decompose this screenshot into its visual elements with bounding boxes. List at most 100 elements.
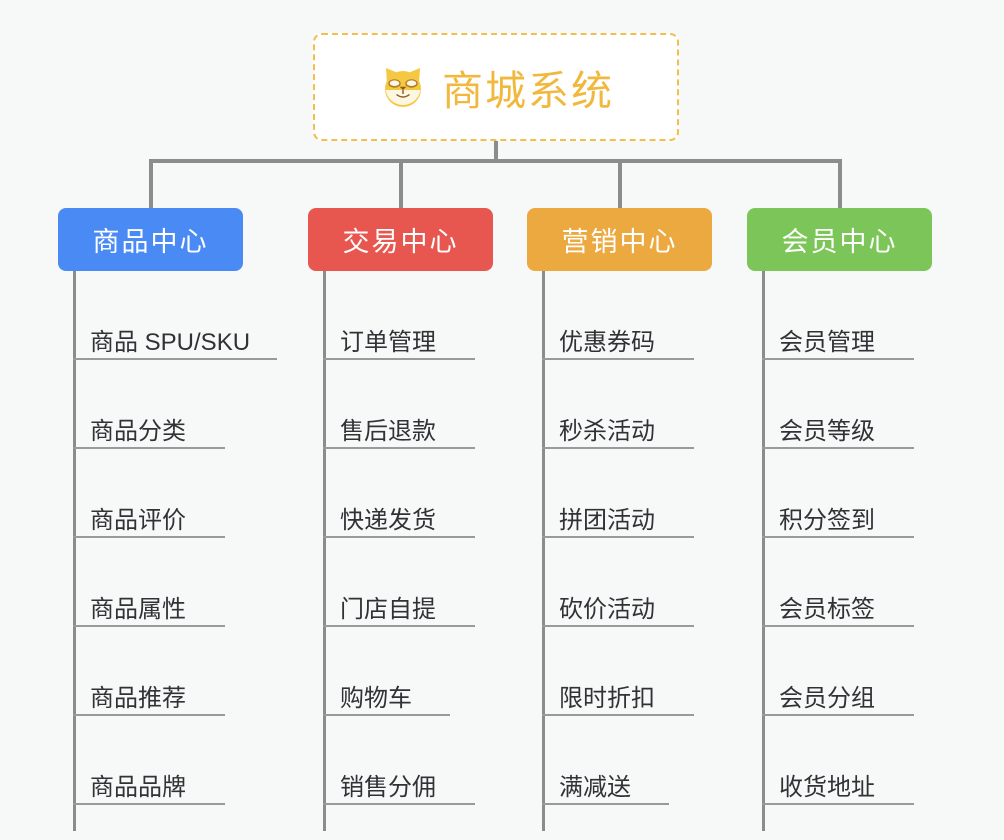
leaf-item[interactable]: 拼团活动 — [527, 449, 712, 538]
leaf-rule — [542, 803, 669, 805]
leaf-item[interactable]: 会员等级 — [747, 360, 932, 449]
leaf-item[interactable]: 门店自提 — [308, 538, 493, 627]
leaf-item[interactable]: 积分签到 — [747, 449, 932, 538]
branch-trunk — [323, 271, 326, 831]
leaf-label: 商品属性 — [90, 595, 186, 623]
leaf-label: 秒杀活动 — [559, 417, 655, 445]
branch-trunk — [73, 271, 76, 831]
leaf-item[interactable]: 会员分组 — [747, 627, 932, 716]
leaf-rule — [323, 358, 475, 360]
leaf-item[interactable]: 收货地址 — [747, 716, 932, 805]
branch-member-center: 会员中心 会员管理 会员等级 积分签到 会员标签 会员分组 — [747, 208, 932, 831]
leaf-rule — [73, 536, 225, 538]
connector-drop-1 — [149, 159, 153, 210]
leaf-rule — [542, 625, 694, 627]
leaf-rule — [762, 714, 914, 716]
leaf-rule — [762, 447, 914, 449]
connector-bus — [149, 159, 841, 163]
branch-header-label: 交易中心 — [342, 227, 459, 257]
shiba-dog-face-icon — [378, 62, 428, 112]
leaf-rule — [762, 803, 914, 805]
leaf-label: 商品品牌 — [90, 773, 186, 801]
branch-header-marketing-center[interactable]: 营销中心 — [527, 208, 712, 271]
leaf-item[interactable]: 秒杀活动 — [527, 360, 712, 449]
leaf-label: 会员分组 — [779, 684, 875, 712]
leaf-rule — [73, 625, 225, 627]
branch-marketing-center: 营销中心 优惠券码 秒杀活动 拼团活动 砍价活动 限时折扣 — [527, 208, 712, 831]
leaf-item[interactable]: 商品评价 — [58, 449, 243, 538]
leaf-rule — [542, 358, 694, 360]
leaf-item[interactable]: 砍价活动 — [527, 538, 712, 627]
leaf-label: 售后退款 — [340, 417, 436, 445]
leaf-item[interactable]: 商品分类 — [58, 360, 243, 449]
leaf-item[interactable]: 销售分佣 — [308, 716, 493, 805]
leaf-list: 订单管理 售后退款 快递发货 门店自提 购物车 销售分佣 — [308, 271, 493, 805]
leaf-label: 优惠券码 — [559, 328, 655, 356]
branch-header-transaction-center[interactable]: 交易中心 — [308, 208, 493, 271]
leaf-label: 拼团活动 — [559, 506, 655, 534]
branch-header-label: 营销中心 — [561, 227, 678, 257]
connector-drop-2 — [399, 159, 403, 210]
leaf-rule — [762, 625, 914, 627]
leaf-label: 满减送 — [559, 773, 631, 801]
branch-trunk — [542, 271, 545, 831]
leaf-rule — [323, 714, 450, 716]
leaf-rule — [323, 447, 475, 449]
leaf-rule — [73, 803, 225, 805]
leaf-label: 商品推荐 — [90, 684, 186, 712]
leaf-label: 会员管理 — [779, 328, 875, 356]
branch-product-center: 商品中心 商品 SPU/SKU 商品分类 商品评价 商品属性 商品推荐 — [58, 208, 277, 831]
leaf-item[interactable]: 商品属性 — [58, 538, 243, 627]
branch-header-label: 商品中心 — [92, 227, 209, 257]
leaf-item[interactable]: 限时折扣 — [527, 627, 712, 716]
leaf-label: 限时折扣 — [559, 684, 655, 712]
leaf-label: 收货地址 — [779, 773, 875, 801]
leaf-rule — [762, 536, 914, 538]
leaf-item[interactable]: 会员管理 — [747, 271, 932, 360]
connector-root-stem — [494, 141, 498, 163]
leaf-item[interactable]: 商品推荐 — [58, 627, 243, 716]
leaf-label: 门店自提 — [340, 595, 436, 623]
leaf-label: 购物车 — [340, 684, 412, 712]
connector-drop-4 — [838, 159, 842, 210]
leaf-rule — [542, 714, 694, 716]
branch-trunk — [762, 271, 765, 831]
leaf-item[interactable]: 购物车 — [308, 627, 493, 716]
leaf-list: 商品 SPU/SKU 商品分类 商品评价 商品属性 商品推荐 商品品牌 — [58, 271, 277, 805]
leaf-label: 商品分类 — [90, 417, 186, 445]
leaf-item[interactable]: 会员标签 — [747, 538, 932, 627]
leaf-rule — [542, 536, 694, 538]
leaf-label: 砍价活动 — [559, 595, 655, 623]
leaf-rule — [323, 625, 475, 627]
root-node[interactable]: 商城系统 — [313, 33, 679, 141]
branch-transaction-center: 交易中心 订单管理 售后退款 快递发货 门店自提 购物车 — [308, 208, 493, 831]
leaf-label: 订单管理 — [340, 328, 436, 356]
leaf-label: 快递发货 — [340, 506, 436, 534]
leaf-label: 商品 SPU/SKU — [90, 328, 251, 356]
leaf-rule — [73, 447, 225, 449]
branch-header-label: 会员中心 — [781, 227, 898, 257]
leaf-label: 会员标签 — [779, 595, 875, 623]
leaf-rule — [73, 358, 277, 360]
leaf-rule — [323, 803, 475, 805]
leaf-item[interactable]: 优惠券码 — [527, 271, 712, 360]
leaf-item[interactable]: 售后退款 — [308, 360, 493, 449]
leaf-label: 积分签到 — [779, 506, 875, 534]
leaf-rule — [73, 714, 225, 716]
leaf-item[interactable]: 商品 SPU/SKU — [58, 271, 277, 360]
connector-drop-3 — [618, 159, 622, 210]
leaf-rule — [542, 447, 694, 449]
branch-header-product-center[interactable]: 商品中心 — [58, 208, 243, 271]
leaf-label: 销售分佣 — [340, 773, 436, 801]
leaf-list: 会员管理 会员等级 积分签到 会员标签 会员分组 收货地址 — [747, 271, 932, 805]
leaf-item[interactable]: 订单管理 — [308, 271, 493, 360]
leaf-rule — [323, 536, 475, 538]
leaf-item[interactable]: 快递发货 — [308, 449, 493, 538]
leaf-label: 商品评价 — [90, 506, 186, 534]
branch-header-member-center[interactable]: 会员中心 — [747, 208, 932, 271]
leaf-rule — [762, 358, 914, 360]
leaf-item[interactable]: 商品品牌 — [58, 716, 243, 805]
leaf-item[interactable]: 满减送 — [527, 716, 712, 805]
root-title: 商城系统 — [442, 68, 614, 114]
